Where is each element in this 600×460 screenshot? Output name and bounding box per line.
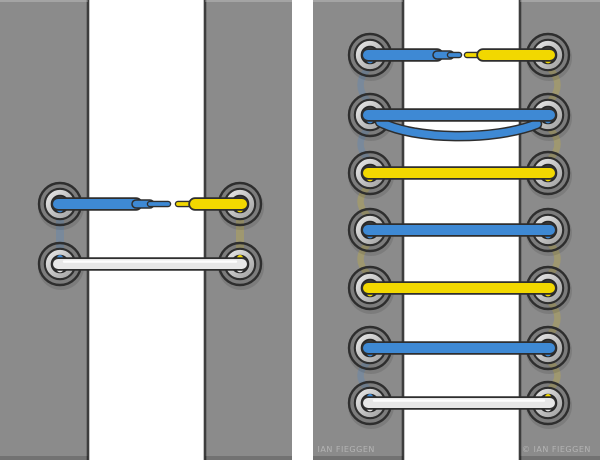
lace-loop-blue xyxy=(376,118,541,140)
flap-bottom-shade xyxy=(205,456,292,460)
flap-bottom-shade xyxy=(313,456,403,460)
flap-top-highlight xyxy=(313,0,403,2)
underlace-hint xyxy=(357,359,371,392)
underlace-hint xyxy=(547,299,561,337)
underlace-hint xyxy=(357,66,371,104)
shoe-flap-left xyxy=(0,0,88,460)
flap-top-highlight xyxy=(0,0,88,2)
flap-bottom-shade xyxy=(0,456,88,460)
flap-top-highlight xyxy=(205,0,292,2)
underlace-hint xyxy=(357,184,371,219)
underlace-hint xyxy=(547,241,561,277)
underlace-hint xyxy=(547,66,561,104)
step-2-panel xyxy=(313,0,600,460)
underlace-hint xyxy=(357,126,371,162)
shoe-flap-right xyxy=(205,0,292,460)
underlace-hint xyxy=(547,359,561,392)
underlace-hint xyxy=(357,241,371,277)
underlace-hint xyxy=(547,126,561,162)
flap-bottom-shade xyxy=(520,456,600,460)
flap-top-highlight xyxy=(520,0,600,2)
step-1-panel xyxy=(0,0,292,460)
